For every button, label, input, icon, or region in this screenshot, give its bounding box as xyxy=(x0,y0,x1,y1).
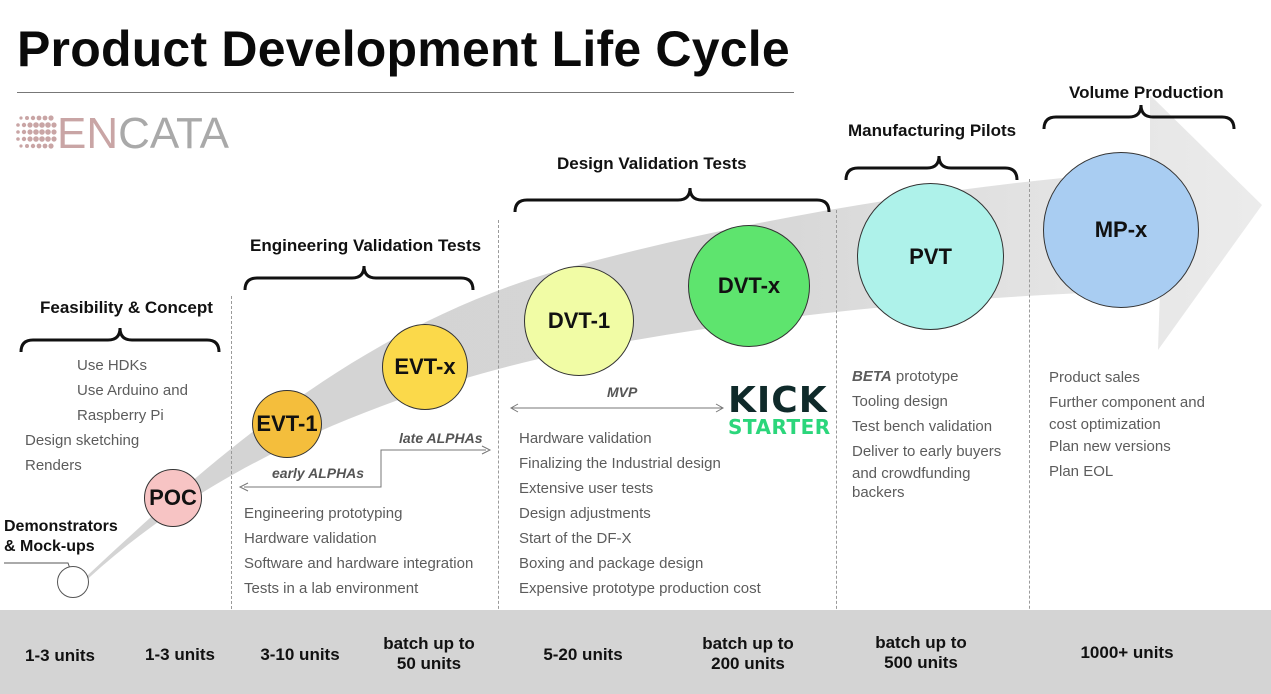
list-item: Use Arduino and xyxy=(77,382,188,399)
unit-pvt-line1: batch up to xyxy=(875,633,967,652)
circle-mp-x: MP-x xyxy=(1043,152,1199,308)
kickstarter-starter: STARTER xyxy=(728,415,831,439)
early-alphas-label: early ALPHAs xyxy=(272,465,365,481)
circle-pvt: PVT xyxy=(857,183,1004,330)
list-item: Use HDKs xyxy=(77,357,148,374)
kickstarter-logo: KICK STARTER xyxy=(728,380,831,439)
unit-evt-x-line2: 50 units xyxy=(396,654,462,673)
list-item: BETA prototype xyxy=(852,364,1001,389)
title-underline xyxy=(17,92,794,93)
brace-evt xyxy=(243,265,475,291)
kickstarter-kick: KICK xyxy=(728,380,828,421)
late-alphas-arrowhead xyxy=(481,445,492,455)
brace-dvt xyxy=(513,187,831,213)
circle-dvt-x: DVT-x xyxy=(688,225,810,347)
demonstrators-line-2: & Mock-ups xyxy=(4,538,95,555)
unit-mp: 1000+ units xyxy=(1080,643,1174,662)
brace-mp xyxy=(1042,104,1236,130)
evt-list: Engineering prototyping Hardware validat… xyxy=(244,501,473,601)
list-item: Further component and xyxy=(1049,394,1205,411)
list-item: Renders xyxy=(25,457,82,474)
list-item: and crowdfunding xyxy=(852,465,971,482)
unit-dvt-x-line2: 200 units xyxy=(711,654,785,673)
stage-header-feasibility: Feasibility & Concept xyxy=(40,298,213,317)
circle-dvt-1: DVT-1 xyxy=(524,266,634,376)
logo-text: ENCATA xyxy=(57,109,229,158)
late-alphas-line xyxy=(380,449,486,468)
unit-evt-x: batch up to 50 units xyxy=(379,634,479,674)
unit-evt-x-line1: batch up to xyxy=(383,634,475,653)
mvp-label: MVP xyxy=(607,384,638,400)
list-item: Product sales xyxy=(1049,369,1140,386)
page-title: Product Development Life Cycle xyxy=(17,21,790,77)
mvp-arrowhead-right xyxy=(715,403,725,413)
unit-dvt-x: batch up to 200 units xyxy=(693,634,803,674)
list-item: Boxing and package design xyxy=(519,555,704,572)
brace-feasibility xyxy=(19,327,221,353)
separator-1 xyxy=(231,296,232,684)
list-item: Plan EOL xyxy=(1049,463,1114,480)
list-item: Plan new versions xyxy=(1049,438,1171,455)
list-item: Hardware validation xyxy=(244,530,377,547)
beta-label: BETA xyxy=(852,368,892,385)
circle-evt-1: EVT-1 xyxy=(252,390,322,458)
demonstrators-label: Demonstrators & Mock-ups xyxy=(4,517,118,557)
list-item: Extensive user tests xyxy=(519,480,654,497)
list-item: Test bench validation xyxy=(852,418,993,435)
stage-header-pvt: Manufacturing Pilots xyxy=(848,121,1017,140)
list-item: cost optimization xyxy=(1049,416,1161,433)
unit-demonstrators: 1-3 units xyxy=(25,646,95,665)
list-item: Engineering prototyping xyxy=(244,505,403,522)
list-item: backers xyxy=(852,484,905,501)
list-item: Design adjustments xyxy=(519,505,651,522)
late-alphas-label: late ALPHAs xyxy=(399,430,483,446)
pvt-list: BETA prototype Tooling design Test bench… xyxy=(852,364,1001,502)
logo-dots xyxy=(16,115,57,149)
list-item: Design sketching xyxy=(25,432,140,449)
list-item: Tests in a lab environment xyxy=(244,580,419,597)
units-bar xyxy=(0,610,1271,694)
unit-pvt-line2: 500 units xyxy=(884,653,958,672)
mvp-arrowhead-left xyxy=(509,403,519,413)
unit-poc: 1-3 units xyxy=(145,645,215,664)
list-item: Raspberry Pi xyxy=(77,407,164,424)
separator-4 xyxy=(1029,179,1030,684)
stage-header-mp: Volume Production xyxy=(1069,83,1224,102)
unit-evt-1: 3-10 units xyxy=(260,645,340,664)
feasibility-list: Use HDKs Use Arduino and Raspberry Pi De… xyxy=(25,353,188,478)
list-item: Expensive prototype production cost xyxy=(519,580,761,597)
separator-3 xyxy=(836,210,837,684)
list-item: Deliver to early buyers xyxy=(852,443,1002,460)
list-item: Finalizing the Industrial design xyxy=(519,455,721,472)
demonstrators-line-1: Demonstrators xyxy=(4,518,118,535)
list-item: Hardware validation xyxy=(519,430,652,447)
circle-evt-x: EVT-x xyxy=(382,324,468,410)
unit-dvt-1: 5-20 units xyxy=(543,645,623,664)
separator-2 xyxy=(498,220,499,684)
demonstrator-circle xyxy=(57,566,89,598)
beta-rest: prototype xyxy=(891,368,959,385)
list-item: Start of the DF-X xyxy=(519,530,632,547)
dvt-list: Hardware validation Finalizing the Indus… xyxy=(519,426,761,601)
stage-header-evt: Engineering Validation Tests xyxy=(250,236,482,255)
unit-dvt-x-line1: batch up to xyxy=(702,634,794,653)
list-item: Tooling design xyxy=(852,393,948,410)
list-item: Software and hardware integration xyxy=(244,555,474,572)
unit-pvt: batch up to 500 units xyxy=(866,633,976,673)
brace-pvt xyxy=(844,155,1019,181)
early-alphas-arrowhead xyxy=(238,482,249,492)
stage-header-dvt: Design Validation Tests xyxy=(557,154,747,173)
circle-poc: POC xyxy=(144,469,202,527)
mp-list: Product sales Further component and cost… xyxy=(1049,365,1205,484)
